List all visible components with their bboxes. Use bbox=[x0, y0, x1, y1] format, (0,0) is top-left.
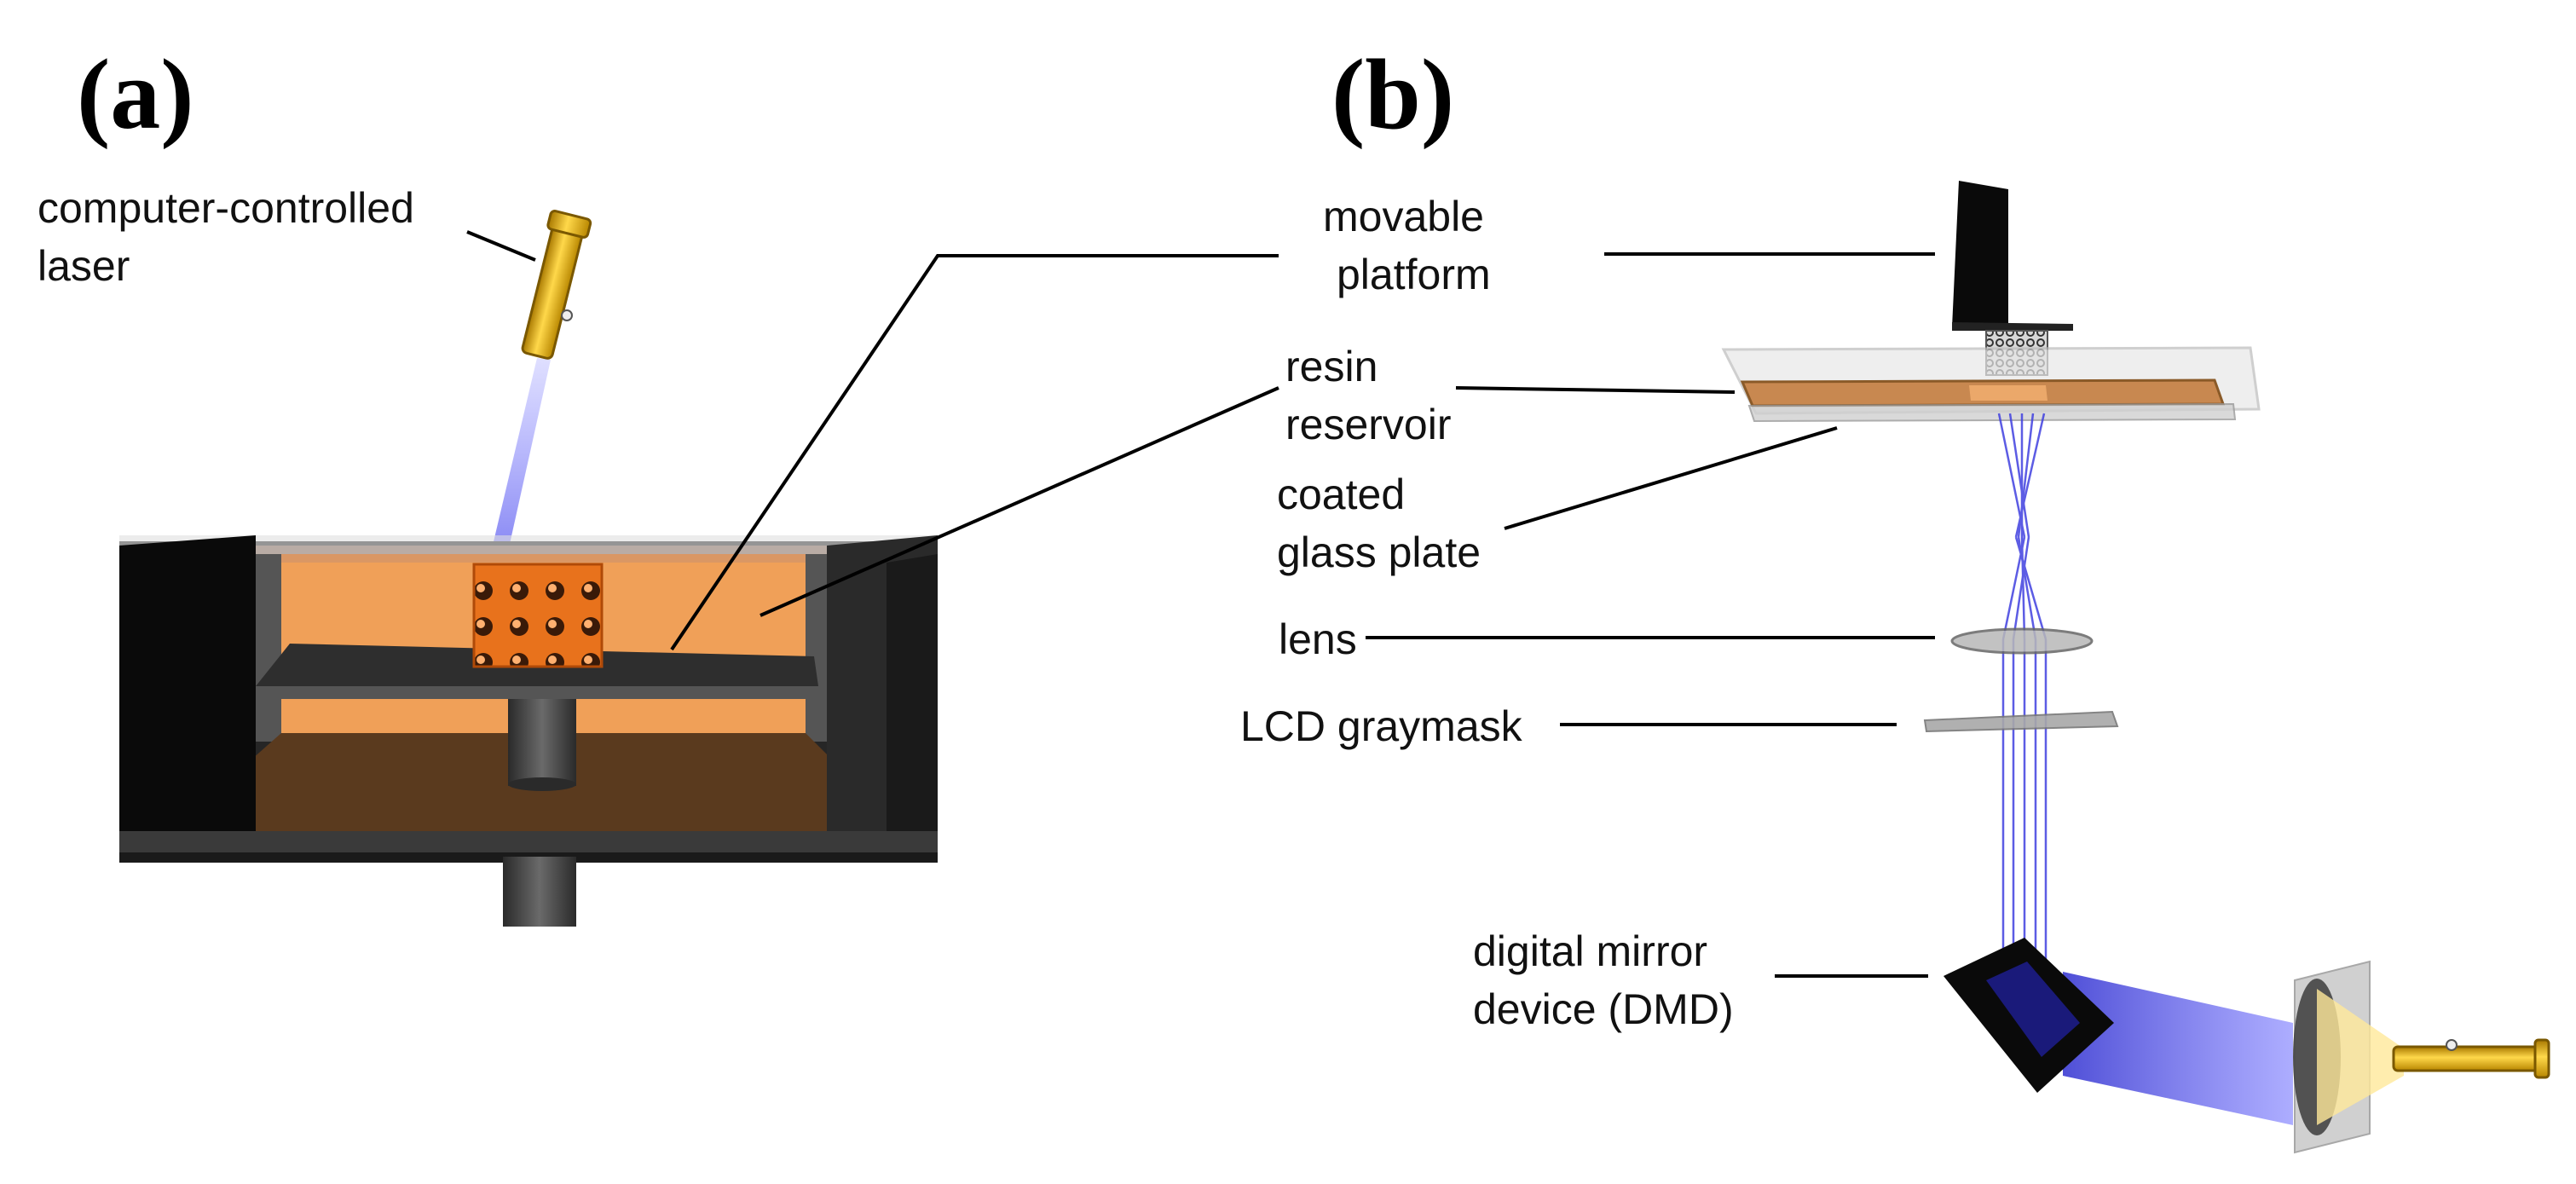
label-dmd-line2: device (DMD) bbox=[1473, 985, 1734, 1033]
lens-icon bbox=[1950, 627, 2094, 655]
panel-label-a: (a) bbox=[77, 38, 194, 150]
leader-reservoir-b bbox=[1455, 386, 1736, 394]
laser-beam bbox=[488, 358, 551, 567]
label-lcd: LCD graymask bbox=[1240, 702, 1522, 750]
lcd-graymask bbox=[1923, 710, 2119, 733]
label-reservoir-line2: reservoir bbox=[1285, 401, 1452, 448]
label-reservoir-line1: resin bbox=[1285, 343, 1378, 390]
label-lens: lens bbox=[1279, 615, 1357, 663]
printed-part bbox=[472, 563, 604, 668]
leader-reservoir-a bbox=[760, 386, 1279, 617]
dlp-optics-diagram bbox=[1366, 181, 2550, 1154]
label-laser-line1: computer-controlled bbox=[38, 184, 414, 232]
platform-post bbox=[508, 682, 576, 786]
laser-icon bbox=[521, 210, 592, 360]
leader-platform-a bbox=[670, 254, 1279, 651]
label-reservoir: resin reservoir bbox=[1285, 338, 1451, 453]
label-glass: coated glass plate bbox=[1277, 465, 1481, 581]
vat-left-wall bbox=[119, 535, 256, 852]
projector-laser-icon bbox=[2392, 1038, 2550, 1079]
panel-label-b: (b) bbox=[1331, 38, 1455, 150]
projection-beams bbox=[1997, 413, 2048, 980]
label-laser: computer-controlled laser bbox=[38, 179, 414, 295]
dmd-beam bbox=[2063, 972, 2293, 1125]
sla-vat-diagram bbox=[119, 210, 938, 927]
movable-platform-b bbox=[1952, 181, 2008, 327]
leader-glass bbox=[1504, 426, 1838, 530]
label-dmd-line1: digital mirror bbox=[1473, 927, 1708, 975]
label-glass-line2: glass plate bbox=[1277, 528, 1481, 576]
label-glass-line1: coated bbox=[1277, 471, 1406, 518]
leader-laser bbox=[466, 230, 536, 262]
label-laser-line2: laser bbox=[38, 242, 130, 290]
label-dmd: digital mirror device (DMD) bbox=[1473, 922, 1734, 1038]
label-platform-line2: platform bbox=[1337, 251, 1491, 298]
label-platform-line1: movable bbox=[1323, 193, 1484, 240]
label-platform: movable platform bbox=[1323, 188, 1491, 303]
vat-support-post bbox=[503, 857, 576, 927]
coated-glass-plate bbox=[1747, 402, 2237, 423]
